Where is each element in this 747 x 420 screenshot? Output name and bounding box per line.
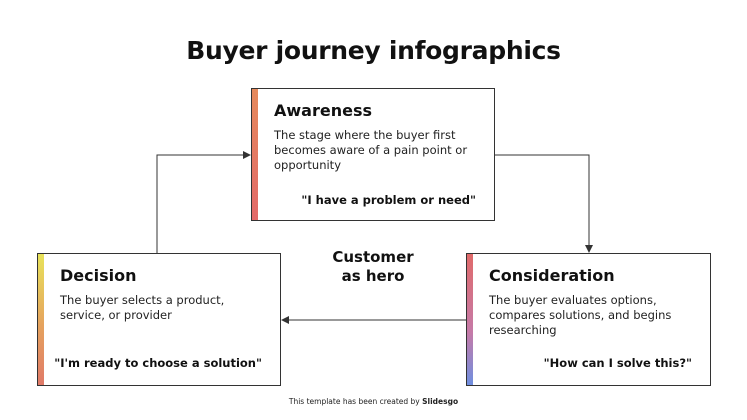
arrow-decision-to-awareness	[156, 151, 251, 253]
footer-text: This template has been created by	[288, 397, 420, 406]
stage-quote: "I have a problem or need"	[301, 193, 476, 207]
footer-brand[interactable]: Slidesgo	[422, 397, 459, 406]
accent-bar	[38, 254, 44, 385]
arrow-awareness-to-consideration	[495, 154, 593, 253]
stage-card-consideration: Consideration The buyer evaluates option…	[466, 253, 711, 386]
center-label-line-2: as hero	[341, 267, 405, 285]
stage-card-decision: Decision The buyer selects a product, se…	[37, 253, 281, 386]
stage-quote: "I'm ready to choose a solution"	[54, 356, 262, 370]
accent-bar	[252, 89, 258, 220]
stage-title: Awareness	[274, 101, 372, 120]
footer-credit: This template has been created by Slides…	[0, 397, 747, 406]
accent-bar	[467, 254, 473, 385]
stage-description: The stage where the buyer first becomes …	[274, 128, 468, 172]
stage-title: Decision	[60, 266, 137, 285]
stage-card-awareness: Awareness The stage where the buyer firs…	[251, 88, 495, 221]
center-label-line-1: Customer	[332, 248, 414, 266]
stage-title: Consideration	[489, 266, 615, 285]
stage-description: The buyer selects a product, service, or…	[60, 293, 225, 322]
page-title: Buyer journey infographics	[186, 36, 561, 65]
stage-quote: "How can I solve this?"	[543, 356, 692, 370]
stage-description: The buyer evaluates options, compares so…	[489, 293, 672, 337]
center-label: Customer as hero	[303, 248, 443, 286]
